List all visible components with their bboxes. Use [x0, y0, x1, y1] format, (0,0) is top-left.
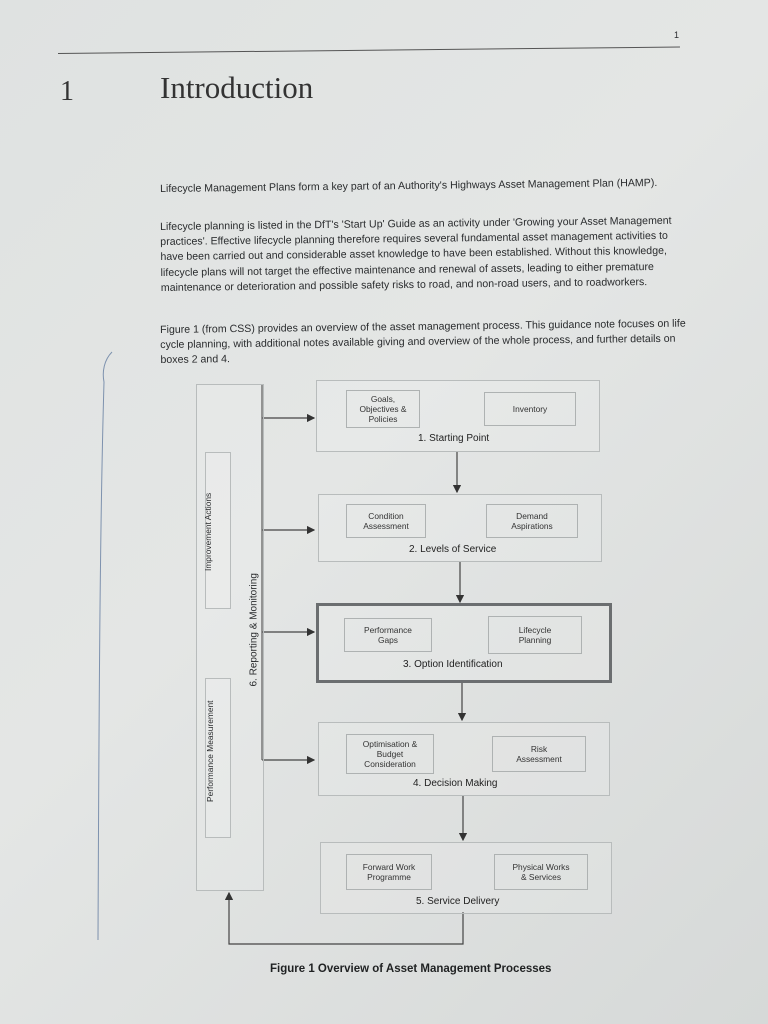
performance-gaps-box: Performance Gaps [344, 618, 432, 652]
improvement-actions-box [205, 452, 231, 609]
stage-service-delivery-label: 5. Service Delivery [416, 896, 500, 907]
chapter-number: 1 [60, 76, 74, 107]
stage-decision-making-label: 4. Decision Making [413, 778, 498, 789]
performance-measurement-label: Performance Measurement [205, 700, 215, 802]
chapter-title: Introduction [160, 70, 314, 105]
performance-measurement-box [205, 678, 231, 838]
stage-option-identification-label: 3. Option Identification [403, 659, 503, 670]
risk-assessment-box: Risk Assessment [492, 736, 586, 772]
demand-aspirations-box: Demand Aspirations [486, 504, 578, 538]
reporting-monitoring-label: 6. Reporting & Monitoring [248, 573, 260, 687]
forward-work-programme-box: Forward Work Programme [346, 854, 432, 890]
condition-assessment-box: Condition Assessment [346, 504, 426, 538]
figure-caption: Figure 1 Overview of Asset Management Pr… [270, 963, 552, 975]
stage-option-identification [316, 603, 612, 683]
physical-works-box: Physical Works & Services [494, 854, 588, 890]
improvement-actions-label: Improvement Actions [203, 492, 213, 571]
stage-levels-of-service [318, 494, 602, 562]
stage-starting-point-label: 1. Starting Point [418, 433, 490, 444]
inventory-box: Inventory [484, 392, 576, 426]
page-number: 1 [674, 30, 680, 40]
stage-levels-of-service-label: 2. Levels of Service [409, 544, 497, 555]
optimisation-budget-box: Optimisation & Budget Consideration [346, 734, 434, 774]
goals-objectives-box: Goals, Objectives & Policies [346, 390, 420, 428]
lifecycle-planning-box: Lifecycle Planning [488, 616, 582, 654]
